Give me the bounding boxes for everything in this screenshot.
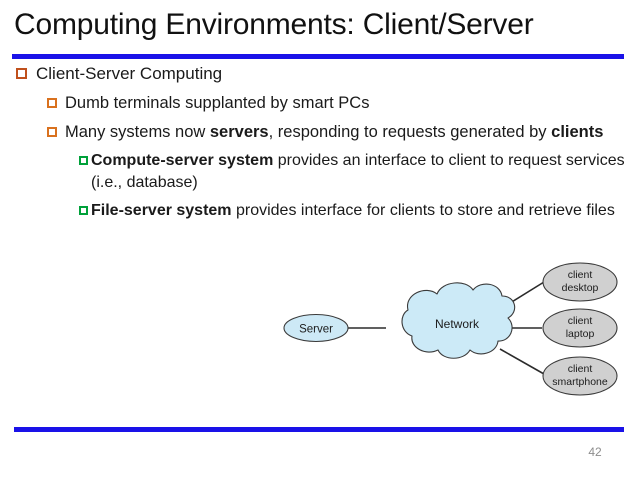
bullet-text: Compute-server system provides an interf… (91, 150, 638, 194)
bullet-item-client-server-computing: Client-Server Computing (0, 62, 638, 86)
client-laptop-label-line2: laptop (566, 328, 595, 340)
bullet-text-strong-servers: servers (209, 123, 269, 141)
footer-divider-rule (14, 427, 624, 432)
client-smartphone-node: client smartphone (542, 356, 618, 396)
square-bullet-icon (79, 206, 88, 215)
server-node: Server (283, 313, 349, 343)
bullet-item-compute-server-system: Compute-server system provides an interf… (0, 150, 638, 194)
bullet-text-mid: , responding to requests generated by (268, 123, 552, 141)
client-smartphone-label-line2: smartphone (552, 376, 608, 388)
client-smartphone-label-line1: client (568, 363, 593, 375)
bullet-text-rest: provides interface for clients to store … (231, 202, 615, 219)
client-laptop-ellipse (542, 308, 618, 348)
client-desktop-ellipse (542, 262, 618, 302)
title-divider-rule (12, 54, 624, 59)
bullet-item-many-systems-now-servers: Many systems now servers, responding to … (0, 121, 638, 144)
bullet-text: Dumb terminals supplanted by smart PCs (65, 94, 370, 112)
bullet-text-strong: Compute-server system (91, 152, 274, 169)
client-desktop-label-line2: desktop (562, 282, 599, 294)
connector-network-smartphone (499, 348, 545, 375)
network-cloud-shape (401, 282, 516, 359)
server-label: Server (299, 324, 333, 336)
bullet-text-strong: File-server system (91, 202, 232, 219)
client-server-network-diagram: Server Network client desktop client lap… (276, 252, 638, 404)
page-title: Computing Environments: Client/Server (14, 8, 534, 41)
page-number: 42 (588, 445, 602, 459)
bullet-text: Many systems now servers, responding to … (65, 121, 638, 144)
client-desktop-label-line1: client (568, 269, 593, 281)
bullet-text-rest: provides an interface to client to reque… (91, 152, 625, 191)
network-label: Network (435, 317, 480, 331)
client-desktop-node: client desktop (542, 262, 618, 302)
client-laptop-node: client laptop (542, 308, 618, 348)
square-bullet-icon (47, 127, 57, 137)
client-smartphone-ellipse (542, 356, 618, 396)
client-laptop-label-line1: client (568, 315, 593, 327)
bullet-list: Client-Server Computing Dumb terminals s… (0, 62, 638, 228)
bullet-item-file-server-system: File-server system provides interface fo… (0, 200, 638, 222)
square-bullet-icon (79, 156, 88, 165)
bullet-text: File-server system provides interface fo… (91, 200, 638, 222)
server-ellipse (283, 313, 349, 343)
square-bullet-icon (16, 68, 27, 79)
bullet-text-pre: Many systems now (65, 123, 210, 141)
square-bullet-icon (47, 98, 57, 108)
network-cloud-node: Network (401, 282, 516, 359)
bullet-item-dumb-terminals: Dumb terminals supplanted by smart PCs (0, 92, 638, 115)
bullet-text-strong-clients: clients (551, 123, 604, 141)
bullet-text: Client-Server Computing (36, 64, 223, 83)
